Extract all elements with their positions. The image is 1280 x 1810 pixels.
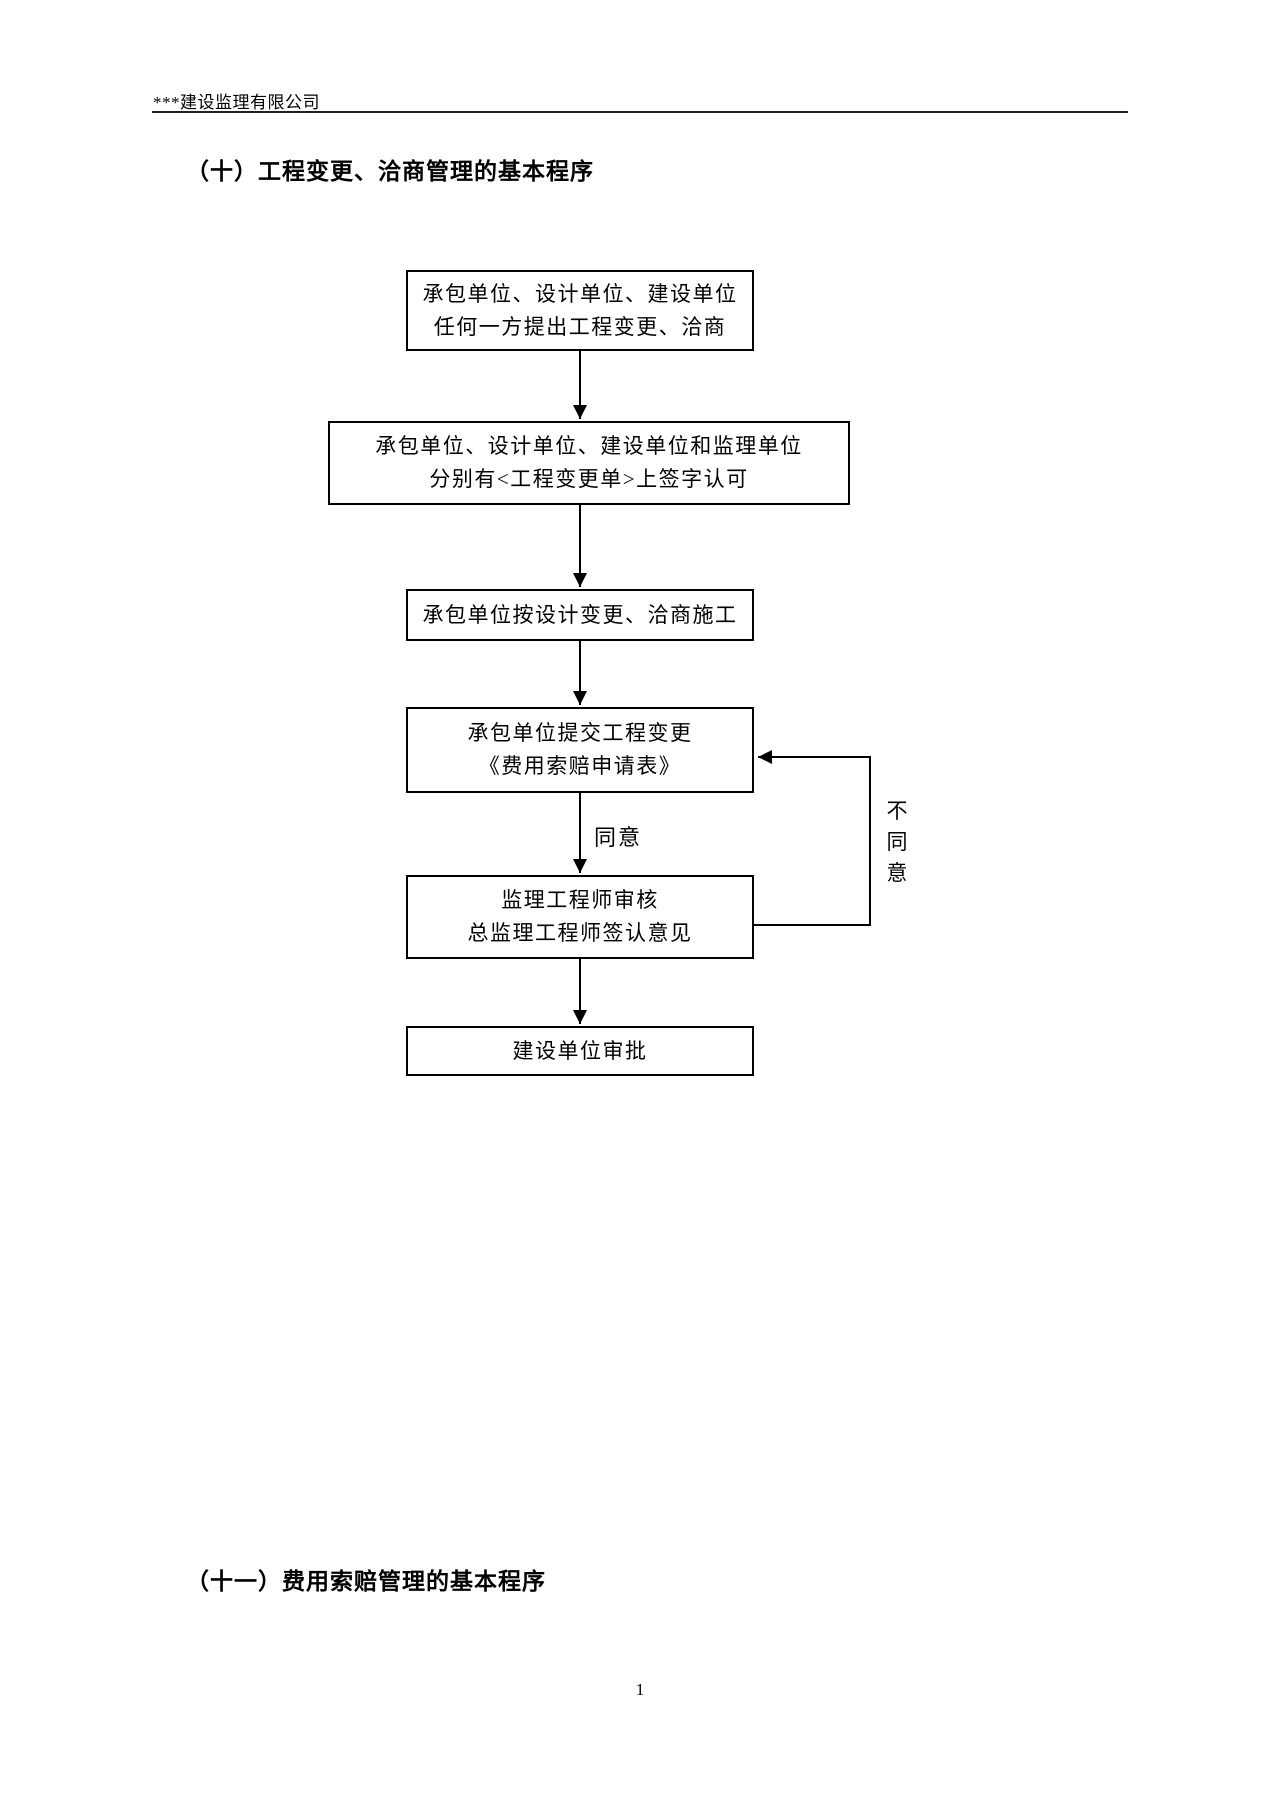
section-11-title: （十一）费用索赔管理的基本程序 [186,1569,546,1594]
box-text-line: 承包单位按设计变更、洽商施工 [422,602,738,627]
box-text-line: 分别有<工程变更单>上签字认可 [429,467,749,491]
box-text-line: 承包单位、设计单位、建设单位和监理单位 [375,434,803,458]
box-text-line: 《费用索赔申请表》 [478,754,682,778]
header-rule [152,111,1128,113]
flowchart-box-propose-change: 承包单位、设计单位、建设单位 任何一方提出工程变更、洽商 [406,270,754,351]
page-number: 1 [635,1680,645,1699]
box-text-line: 任何一方提出工程变更、洽商 [433,314,727,339]
flowchart-box-supervisor-review: 监理工程师审核 总监理工程师签认意见 [406,875,754,959]
box-text-line: 承包单位、设计单位、建设单位 [422,281,738,306]
box-text-line: 承包单位提交工程变更 [467,721,693,745]
agree-edge-label: 同意 [594,825,643,850]
flowchart-box-owner-approval: 建设单位审批 [406,1026,754,1076]
header-company-name: ***建设监理有限公司 [153,93,320,112]
box-text-line: 建设单位审批 [512,1038,648,1063]
disagree-edge-label: 不同意 [886,799,908,885]
flowchart-box-construct-per-change: 承包单位按设计变更、洽商施工 [406,589,754,641]
flowchart-box-submit-claim-form: 承包单位提交工程变更 《费用索赔申请表》 [406,707,754,793]
section-10-title: （十）工程变更、洽商管理的基本程序 [186,159,594,184]
box-text-line: 总监理工程师签认意见 [467,921,693,945]
flowchart-box-sign-change-order: 承包单位、设计单位、建设单位和监理单位 分别有<工程变更单>上签字认可 [328,421,850,505]
connector-feedback-disagree [754,750,871,926]
box-text-line: 监理工程师审核 [501,888,659,912]
